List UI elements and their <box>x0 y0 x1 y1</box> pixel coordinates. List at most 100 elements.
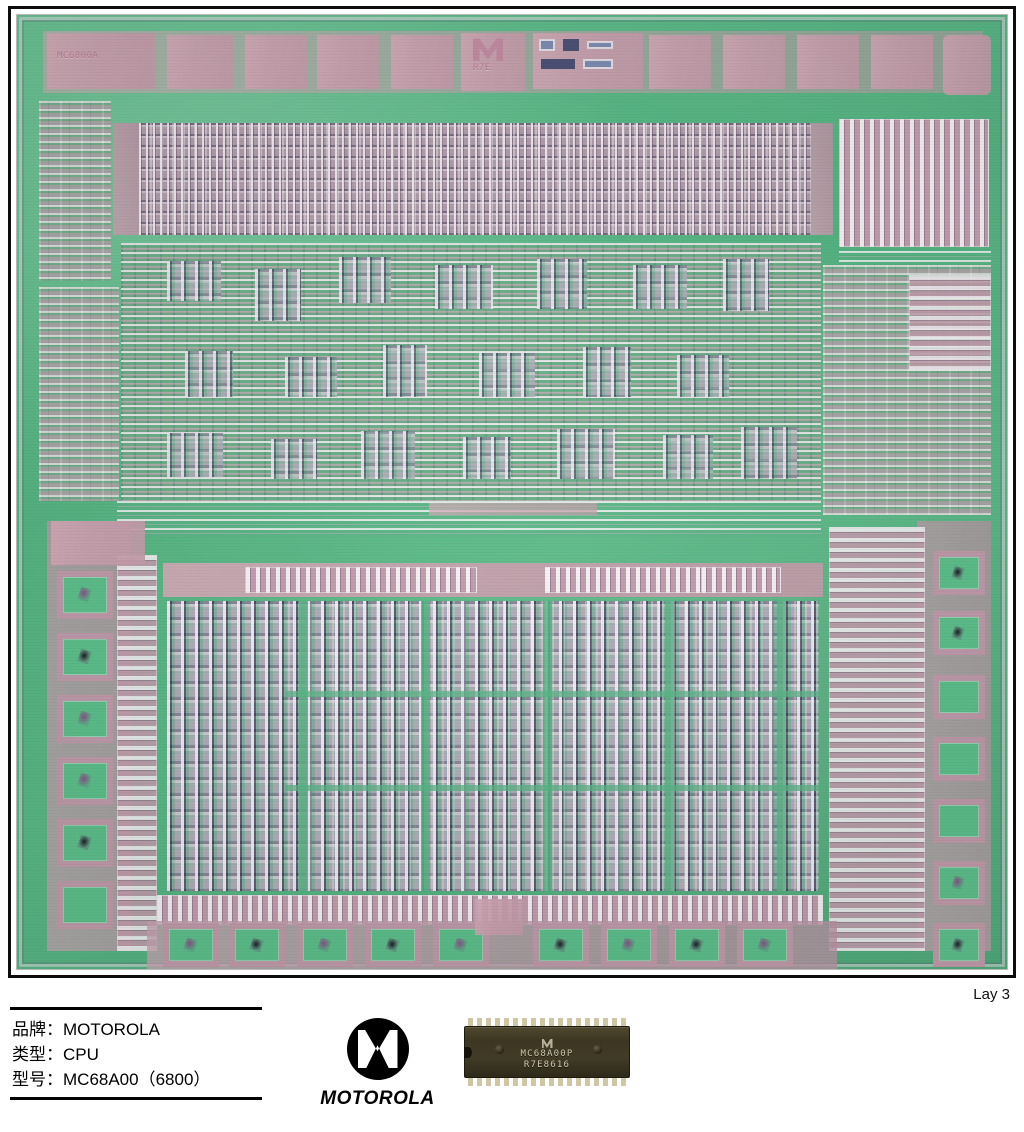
test-pad-4 <box>541 59 575 69</box>
dip-pin1-notch-icon <box>464 1047 472 1058</box>
bond-pad-left-1[interactable] <box>57 571 113 619</box>
die-photo-frame: MC6800A R7E <box>8 6 1016 978</box>
bus-shield-strip <box>429 503 597 515</box>
bond-pad-left-2[interactable] <box>57 633 113 681</box>
dip-marking-text: MC68A00P R7E8616 <box>465 1039 629 1071</box>
pla-column-bus <box>139 123 811 235</box>
datapath-precharge-row-3 <box>701 567 781 593</box>
datapath-split-5 <box>777 601 786 891</box>
test-pad-2 <box>563 39 579 51</box>
die-part-marking: MC6800A <box>57 51 99 61</box>
bond-pad-bottom-1[interactable] <box>163 923 219 967</box>
logic-cluster-13 <box>677 355 729 397</box>
index-register-block <box>167 601 285 891</box>
spec-row-type: 类型：CPU <box>12 1042 262 1067</box>
pla-right-decoder <box>811 123 833 235</box>
bond-pad-bottom-6[interactable] <box>533 923 589 967</box>
test-pad-1 <box>539 39 555 51</box>
die-photograph: MC6800A R7E <box>16 14 1008 970</box>
die-mask-code: R7E <box>473 63 491 73</box>
test-block-d <box>391 35 453 89</box>
bond-pad-left-5[interactable] <box>57 819 113 867</box>
logic-cluster-9 <box>285 357 337 397</box>
bond-pad-bottom-7[interactable] <box>601 923 657 967</box>
spec-key-brand: 品牌： <box>12 1020 63 1039</box>
logic-cluster-7 <box>723 259 769 311</box>
dip-body: MC68A00P R7E8616 <box>464 1026 630 1078</box>
left-upper-pad <box>51 521 145 565</box>
test-block-b <box>245 35 307 89</box>
test-pad-5 <box>583 59 613 69</box>
dip-date-code: R7E8616 <box>523 1060 571 1070</box>
logic-cluster-19 <box>663 435 713 479</box>
bond-pad-bottom-2[interactable] <box>229 923 285 967</box>
logic-cluster-4 <box>435 265 493 309</box>
bond-pad-right-6[interactable] <box>933 861 985 905</box>
test-block-a <box>167 35 233 89</box>
datapath-precharge-row-2 <box>545 567 721 593</box>
bond-pad-right-2[interactable] <box>933 611 985 655</box>
bond-pad-bottom-10[interactable] <box>933 923 985 967</box>
spec-value-model: MC68A00（6800） <box>63 1070 211 1089</box>
dip-package-photo: MC68A00P R7E8616 <box>464 1018 630 1086</box>
datapath-split-2 <box>421 601 430 891</box>
test-pad-3 <box>587 41 613 49</box>
dip-dimple-left <box>495 1045 504 1054</box>
spec-rule-top <box>10 1007 262 1010</box>
spec-key-type: 类型： <box>12 1045 63 1064</box>
layer-label: Lay 3 <box>973 986 1010 1003</box>
bond-pad-right-4[interactable] <box>933 737 985 781</box>
top-right-driver-bank <box>839 119 989 247</box>
right-clock-driver <box>909 275 991 371</box>
bond-pad-bottom-3[interactable] <box>297 923 353 967</box>
datapath-row-split-1 <box>167 691 819 697</box>
dip-pins-top <box>468 1018 626 1027</box>
bond-pad-bottom-9[interactable] <box>737 923 793 967</box>
logic-cluster-12 <box>583 347 631 397</box>
bond-pad-left-6[interactable] <box>57 881 113 929</box>
logic-cluster-3 <box>339 257 391 303</box>
dip-part-number: MC68A00P <box>520 1049 574 1059</box>
datapath-split-3 <box>543 601 552 891</box>
logic-cluster-14 <box>167 433 223 477</box>
dip-motorola-m-icon <box>541 1039 553 1048</box>
dip-pins-bottom <box>468 1077 626 1086</box>
logic-cluster-16 <box>361 431 415 479</box>
bond-pad-right-5[interactable] <box>933 799 985 843</box>
brand-wordmark: MOTOROLA <box>320 1088 435 1109</box>
logic-cluster-18 <box>557 429 615 479</box>
datapath-split-1 <box>299 601 308 891</box>
specification-block: 品牌：MOTOROLA 类型：CPU 型号：MC68A00（6800） <box>10 1007 262 1100</box>
brand-lockup: MOTOROLA <box>305 1018 450 1110</box>
right-pad-driver-comb <box>829 527 925 951</box>
spec-key-model: 型号： <box>12 1070 63 1089</box>
marking-field-left <box>47 33 155 89</box>
datapath-split-4 <box>665 601 674 891</box>
bond-pad-left-4[interactable] <box>57 757 113 805</box>
logic-cluster-5 <box>537 259 587 309</box>
bond-pad-left-3[interactable] <box>57 695 113 743</box>
test-block-i <box>871 35 933 89</box>
bond-pad-right-3[interactable] <box>933 675 985 719</box>
spec-value-brand: MOTOROLA <box>63 1020 160 1039</box>
mid-left-logic <box>39 287 119 501</box>
test-block-g <box>723 35 785 89</box>
bond-pad-bottom-4[interactable] <box>365 923 421 967</box>
logic-cluster-20 <box>741 427 797 479</box>
logic-cluster-8 <box>185 351 233 397</box>
spec-row-model: 型号：MC68A00（6800） <box>12 1067 262 1092</box>
logic-cluster-11 <box>479 353 535 397</box>
bottom-center-gap-structure <box>475 899 523 935</box>
bond-pad-bottom-8[interactable] <box>669 923 725 967</box>
logic-cluster-1 <box>167 261 221 301</box>
logic-cluster-2 <box>255 269 301 321</box>
instruction-decode-pla <box>139 123 811 235</box>
bond-pad-right-1[interactable] <box>933 551 985 595</box>
spec-row-brand: 品牌：MOTOROLA <box>12 1017 262 1042</box>
spec-rule-bottom <box>10 1097 262 1100</box>
logic-cluster-10 <box>383 345 427 397</box>
dip-dimple-right <box>593 1045 602 1054</box>
test-block-h <box>797 35 859 89</box>
logic-cluster-6 <box>633 265 687 309</box>
upper-left-logic <box>39 101 111 281</box>
